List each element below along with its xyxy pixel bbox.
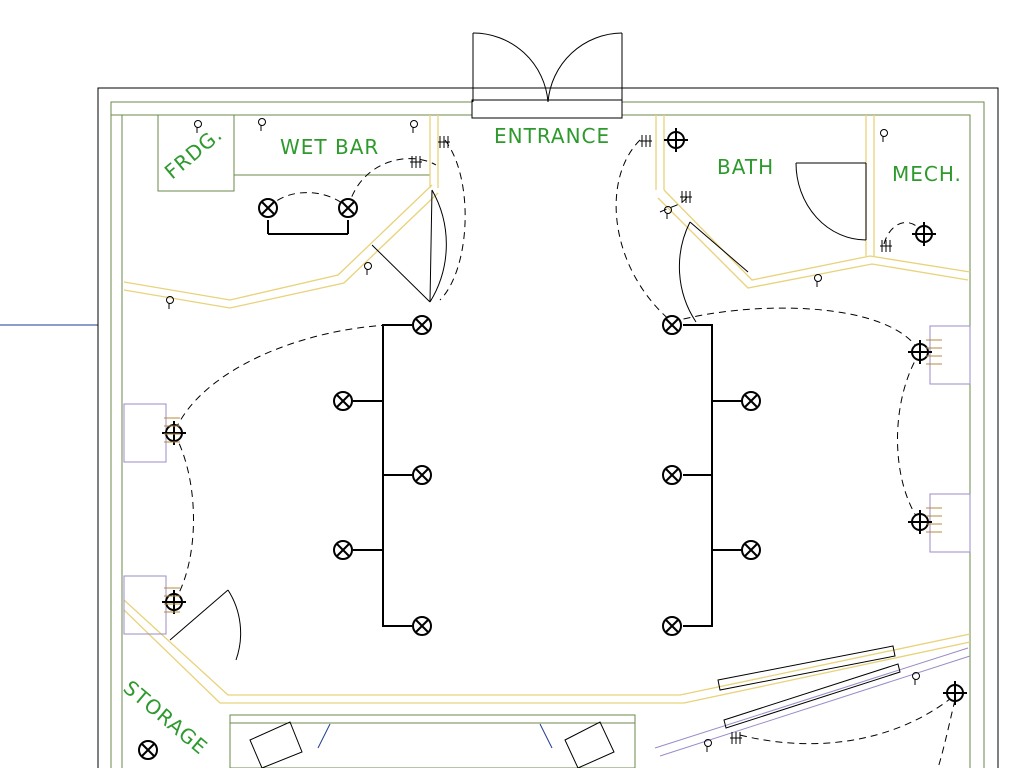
receptacle-symbol xyxy=(438,136,450,148)
crosshair-circle-icon xyxy=(943,681,967,705)
x-circle-icon xyxy=(412,465,432,485)
wall-cabinets xyxy=(123,325,971,757)
x-circle-icon xyxy=(741,391,761,411)
receptacle-symbol xyxy=(680,191,692,203)
label-entrance: ENTRANCE xyxy=(494,124,610,148)
label-mech: MECH. xyxy=(892,162,962,186)
x-circle-icon xyxy=(741,540,761,560)
crosshair-circle-icon xyxy=(912,222,936,246)
switch-symbol xyxy=(664,206,672,219)
label-storage: STORAGE xyxy=(119,675,213,759)
switch-symbol xyxy=(166,296,174,309)
receptacle-symbol xyxy=(640,135,652,147)
entrance-double-door xyxy=(471,32,623,119)
switch-symbol xyxy=(258,118,266,131)
receptacle-symbol xyxy=(164,417,180,443)
switch-symbol xyxy=(912,672,920,685)
crosshair-circle-icon xyxy=(664,128,688,152)
crosshair-circle-icon xyxy=(162,421,186,445)
x-circle-icon xyxy=(138,740,158,760)
receptacle-symbol xyxy=(410,156,422,168)
x-circle-icon xyxy=(333,391,353,411)
switch-symbols xyxy=(164,118,942,752)
wiring-runs xyxy=(173,139,956,768)
receptacle-symbol xyxy=(880,240,892,252)
receptacle-symbol xyxy=(164,587,180,613)
interior-walls xyxy=(123,115,971,704)
x-circle-icon xyxy=(662,315,682,335)
x-circle-icon xyxy=(412,616,432,636)
switch-symbol xyxy=(194,120,202,133)
x-circle-icon xyxy=(338,198,358,218)
lower-counters xyxy=(229,645,901,768)
x-circle-icon xyxy=(412,315,432,335)
receptacle-symbol xyxy=(926,339,942,365)
door-swings xyxy=(169,162,867,661)
receptacle-symbol xyxy=(730,732,742,744)
switch-symbol xyxy=(814,274,822,287)
x-circle-icon xyxy=(333,540,353,560)
ceiling-lights xyxy=(138,198,761,760)
x-circle-icon xyxy=(662,616,682,636)
label-wet-bar: WET BAR xyxy=(280,135,379,159)
x-circle-icon xyxy=(258,198,278,218)
crosshair-circle-icon xyxy=(908,340,932,364)
crosshair-circle-icon xyxy=(162,590,186,614)
receptacle-symbol xyxy=(926,507,942,533)
label-bath: BATH xyxy=(717,155,774,179)
crosshair-circle-icon xyxy=(908,510,932,534)
switch-symbol xyxy=(880,129,888,142)
lighting-circuits xyxy=(267,220,742,627)
switch-symbol xyxy=(364,262,372,275)
outer-walls xyxy=(97,87,999,768)
switch-symbol xyxy=(704,739,712,752)
recessed-lights xyxy=(162,128,967,705)
label-frdg: FRDG. xyxy=(160,122,227,184)
x-circle-icon xyxy=(662,465,682,485)
switch-symbol xyxy=(410,120,418,133)
